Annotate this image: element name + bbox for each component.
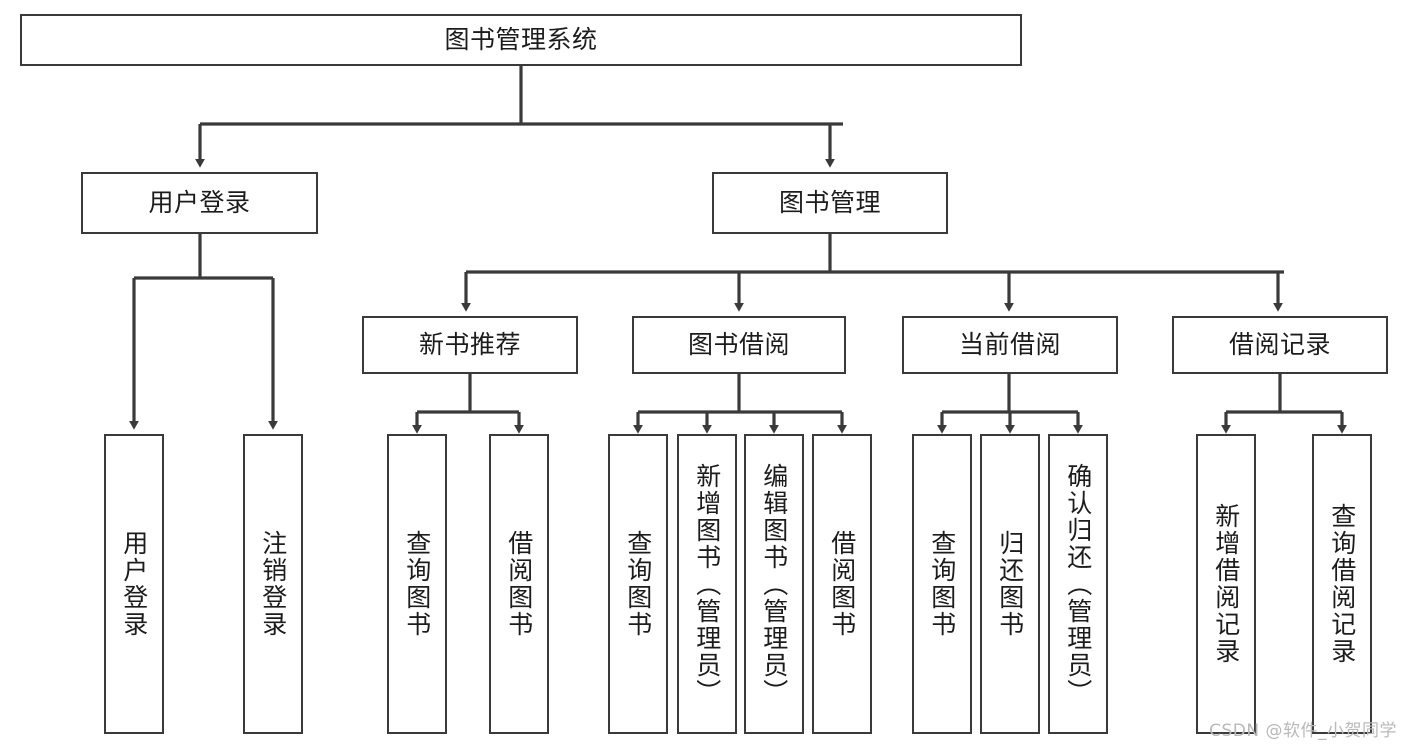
node-book-manage[interactable]: 图书管理 <box>712 172 948 234</box>
node-leaf-return-book-label: 归还图书 <box>995 530 1025 638</box>
node-user-login-label: 用户登录 <box>148 188 251 217</box>
node-leaf-add-record[interactable]: 新增借阅记录 <box>1196 434 1256 734</box>
node-leaf-user-login[interactable]: 用户登录 <box>104 434 164 734</box>
node-root-system[interactable]: 图书管理系统 <box>20 14 1022 66</box>
node-leaf-borrow-book-2-label: 借阅图书 <box>827 530 857 638</box>
node-leaf-add-book[interactable]: 新增图书（管理员） <box>677 434 737 734</box>
node-leaf-query-record[interactable]: 查询借阅记录 <box>1312 434 1372 734</box>
node-leaf-user-logout-label: 注销登录 <box>258 530 288 638</box>
node-book-manage-label: 图书管理 <box>778 188 881 217</box>
node-leaf-query-record-label: 查询借阅记录 <box>1327 503 1357 665</box>
node-new-book-recommend-label: 新书推荐 <box>418 330 521 359</box>
node-new-book-recommend[interactable]: 新书推荐 <box>362 316 578 374</box>
node-leaf-borrow-book-1-label: 借阅图书 <box>504 530 534 638</box>
node-leaf-add-record-label: 新增借阅记录 <box>1211 503 1241 665</box>
node-leaf-return-book[interactable]: 归还图书 <box>980 434 1040 734</box>
node-leaf-user-login-label: 用户登录 <box>119 530 149 638</box>
node-leaf-query-book-3-label: 查询图书 <box>927 530 957 638</box>
node-leaf-add-book-label: 新增图书（管理员） <box>692 462 722 706</box>
node-user-login[interactable]: 用户登录 <box>81 172 318 234</box>
node-leaf-user-logout[interactable]: 注销登录 <box>243 434 303 734</box>
node-borrow-record-label: 借阅记录 <box>1228 330 1331 359</box>
node-root-system-label: 图书管理系统 <box>444 25 598 54</box>
node-leaf-query-book-1-label: 查询图书 <box>402 530 432 638</box>
node-leaf-borrow-book-1[interactable]: 借阅图书 <box>489 434 549 734</box>
node-current-borrow-label: 当前借阅 <box>958 330 1061 359</box>
node-borrow-record[interactable]: 借阅记录 <box>1172 316 1388 374</box>
node-current-borrow[interactable]: 当前借阅 <box>902 316 1118 374</box>
node-leaf-edit-book[interactable]: 编辑图书（管理员） <box>744 434 804 734</box>
node-book-borrow-label: 图书借阅 <box>687 330 790 359</box>
node-leaf-query-book-3[interactable]: 查询图书 <box>912 434 972 734</box>
node-leaf-borrow-book-2[interactable]: 借阅图书 <box>812 434 872 734</box>
node-leaf-query-book-2-label: 查询图书 <box>623 530 653 638</box>
node-leaf-confirm-return-label: 确认归还（管理员） <box>1063 462 1093 706</box>
node-leaf-confirm-return[interactable]: 确认归还（管理员） <box>1048 434 1108 734</box>
node-leaf-query-book-1[interactable]: 查询图书 <box>387 434 447 734</box>
csdn-watermark: CSDN @软件_小贺同学 <box>1209 721 1397 741</box>
node-leaf-query-book-2[interactable]: 查询图书 <box>608 434 668 734</box>
node-leaf-edit-book-label: 编辑图书（管理员） <box>759 462 789 706</box>
node-book-borrow[interactable]: 图书借阅 <box>632 316 846 374</box>
